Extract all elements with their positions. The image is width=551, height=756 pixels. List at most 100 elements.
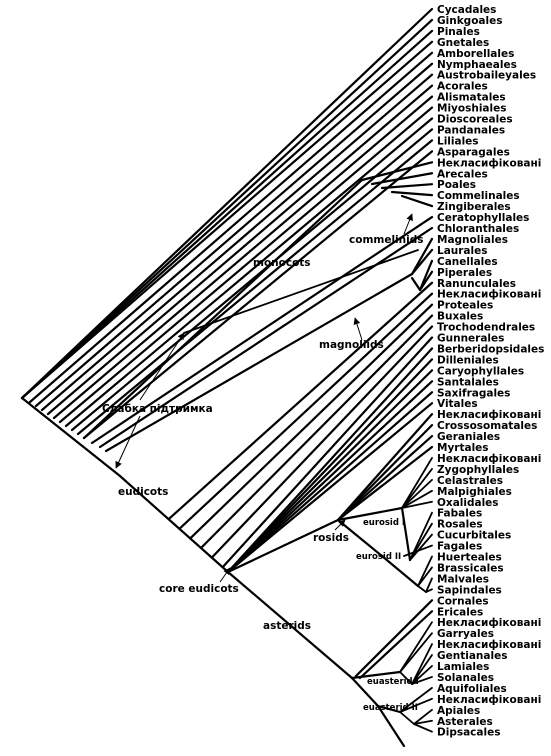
tip-branch: [370, 172, 434, 186]
tree-branch: [400, 506, 412, 562]
taxon-label: Malpighiales: [437, 486, 512, 498]
taxon-label: Ericales: [437, 606, 483, 618]
tip-branch: [417, 566, 433, 587]
clade-label-eudicots: eudicots: [118, 486, 168, 498]
taxon-label: Proteales: [437, 300, 493, 312]
tip-branch: [20, 7, 434, 400]
tip-branch: [336, 424, 434, 522]
taxon-label: Alismatales: [437, 92, 506, 104]
taxon-labels: CycadalesGinkgoalesPinalesGnetalesAmbore…: [437, 4, 544, 739]
clade-label-eurosid-1: eurosid I: [363, 518, 405, 528]
taxon-label: Saxifragales: [437, 387, 510, 399]
taxon-label: Celastrales: [437, 475, 503, 487]
tip-branch: [178, 292, 434, 530]
tip-branch: [399, 632, 433, 673]
taxon-label: Fabales: [437, 508, 482, 520]
taxon-label: Arecales: [437, 168, 488, 180]
tip-branch: [82, 150, 434, 440]
taxon-label: Lamiales: [437, 661, 489, 673]
taxon-label: Некласифіковані: [437, 409, 541, 421]
clade-label-rosids: rosids: [313, 532, 349, 544]
tree-branch: [376, 704, 402, 714]
tip-branch: [189, 303, 434, 540]
taxon-label: Cucurbitales: [437, 530, 511, 542]
tip-branch: [40, 73, 434, 412]
taxon-label: Magnoliales: [437, 234, 508, 246]
tree-branch: [118, 474, 230, 574]
taxon-label: Некласифіковані: [437, 694, 541, 706]
tip-branch: [28, 51, 434, 404]
tip-branch: [399, 697, 433, 713]
taxon-label: Некласифіковані: [437, 453, 541, 465]
taxon-label: Malvales: [437, 573, 489, 585]
tip-branch: [380, 183, 434, 190]
tip-branch: [34, 62, 434, 408]
tip-branch: [90, 215, 434, 445]
taxon-label: Canellales: [437, 256, 498, 268]
arrow-magnoliids: [353, 317, 363, 341]
tree-branch: [350, 670, 402, 680]
taxon-label: Ceratophyllales: [437, 212, 529, 224]
tree-branch: [336, 506, 404, 522]
taxon-label: Liliales: [437, 135, 479, 147]
taxon-label: Cycadales: [437, 4, 496, 16]
arrow-weak-support-up: [139, 332, 185, 401]
tree-branches: [20, 7, 434, 748]
taxon-label: Oxalidales: [437, 497, 499, 509]
tip-branch: [390, 190, 434, 197]
tip-branch: [226, 391, 434, 574]
tip-branch: [411, 643, 433, 685]
taxon-label: Dipsacales: [437, 727, 500, 739]
taxon-label: Caryophyllales: [437, 365, 524, 377]
tip-branch: [64, 117, 434, 428]
tip-branch: [400, 194, 434, 208]
tip-branch: [409, 533, 433, 561]
tip-branch: [226, 369, 434, 574]
tree-branch: [226, 570, 354, 680]
tip-branch: [411, 676, 433, 685]
taxon-label: Trochodendrales: [437, 322, 535, 334]
taxon-label: Некласифіковані: [437, 289, 541, 301]
tree-branch: [380, 554, 420, 588]
tree-branch: [226, 518, 340, 574]
tip-branch: [413, 708, 433, 725]
magnoliid-stem: [183, 249, 419, 334]
taxon-label: Crossosomatales: [437, 420, 537, 432]
clade-label-euasterid-1: euasterid I: [367, 677, 419, 687]
taxon-label: Fagales: [437, 541, 482, 553]
taxon-label: Myrtales: [437, 442, 489, 454]
tip-branch: [401, 467, 433, 509]
clade-label-monocots: monocots: [253, 257, 311, 269]
taxon-label: Asterales: [437, 716, 493, 728]
annotation-arrows: [115, 213, 413, 583]
tree-branch: [417, 585, 427, 593]
taxon-label: Chloranthales: [437, 223, 519, 235]
tip-branch: [413, 719, 433, 725]
tip-branch: [226, 402, 434, 574]
clade-label-weak-support: Слабка підтримка: [102, 403, 213, 415]
taxon-label: Некласифіковані: [437, 617, 541, 629]
taxon-label: Zygophyllales: [437, 464, 519, 476]
arrow-weak-support-down: [115, 415, 141, 469]
taxon-label: Garryales: [437, 628, 494, 640]
taxon-label: Pandanales: [437, 124, 505, 136]
tip-branch: [425, 577, 433, 593]
tree-branch: [20, 396, 122, 478]
tip-branch: [226, 347, 434, 574]
taxon-label: Buxales: [437, 311, 483, 323]
taxon-label: Huerteales: [437, 552, 502, 564]
tip-branch: [58, 106, 434, 424]
tip-branch: [399, 621, 433, 673]
taxon-label: Commelinales: [437, 190, 520, 202]
tip-branch: [336, 434, 434, 522]
taxon-label: Nymphaeales: [437, 59, 517, 71]
tip-branch: [336, 413, 434, 522]
tree-branch: [350, 676, 380, 708]
taxon-label: Austrobaileyales: [437, 70, 536, 82]
taxon-label: Некласифіковані: [437, 157, 541, 169]
taxon-label: Zingiberales: [437, 201, 511, 213]
taxon-label: Rosales: [437, 519, 483, 531]
taxon-label: Laurales: [437, 245, 488, 257]
tree-branch: [399, 671, 413, 685]
